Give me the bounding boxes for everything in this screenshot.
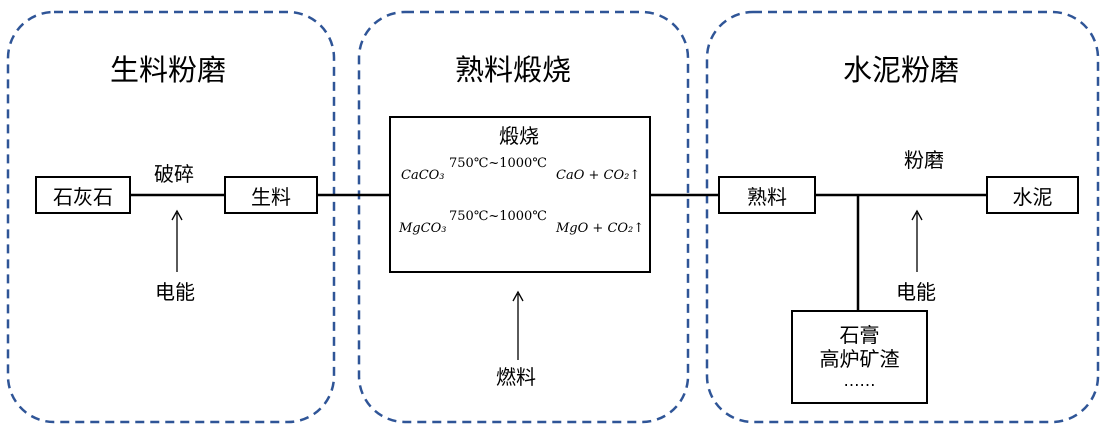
label-electricity-1: 电能 — [155, 280, 195, 304]
arrow-electricity-1-head — [171, 209, 183, 221]
stage-frame-clinker-calcination — [357, 10, 690, 424]
arrow-electricity-2-head — [911, 209, 923, 221]
node-limestone: 石灰石 — [35, 176, 131, 214]
label-crushing: 破碎 — [154, 162, 194, 186]
calcination-box: 煅烧 CaCO₃ 750℃~1000℃ CaO + CO₂↑ MgCO₃ 750… — [389, 116, 651, 273]
label-fuel: 燃料 — [496, 365, 536, 389]
node-clinker: 熟料 — [718, 176, 816, 214]
stage-frame-raw-grinding — [6, 10, 336, 424]
reaction2-reactant: MgCO₃ — [399, 221, 447, 236]
stage-title-clinker-calcination: 熟料煅烧 — [455, 53, 572, 87]
node-raw-meal: 生料 — [224, 176, 318, 214]
additive-slag: 高炉矿渣 — [819, 347, 900, 372]
stage-title-cement-grinding: 水泥粉磨 — [843, 53, 960, 87]
node-additives: 石膏 高炉矿渣 …… — [791, 310, 928, 404]
arrow-fuel-head — [512, 290, 524, 302]
node-cement: 水泥 — [986, 176, 1079, 214]
additive-gypsum: 石膏 — [839, 323, 880, 348]
reaction2-products: MgO + CO₂↑ — [556, 221, 645, 236]
calcination-title: 煅烧 — [499, 124, 539, 148]
reaction1-products: CaO + CO₂↑ — [556, 168, 641, 183]
reaction1-reactant: CaCO₃ — [401, 168, 445, 183]
stage-frame-cement-grinding — [705, 10, 1100, 424]
label-grinding: 粉磨 — [904, 148, 944, 172]
stage-title-raw-grinding: 生料粉磨 — [110, 53, 227, 87]
reaction1-condition: 750℃~1000℃ — [449, 156, 547, 171]
additive-ellipsis: …… — [843, 371, 876, 391]
reaction2-condition: 750℃~1000℃ — [449, 209, 547, 224]
label-electricity-2: 电能 — [896, 280, 936, 304]
